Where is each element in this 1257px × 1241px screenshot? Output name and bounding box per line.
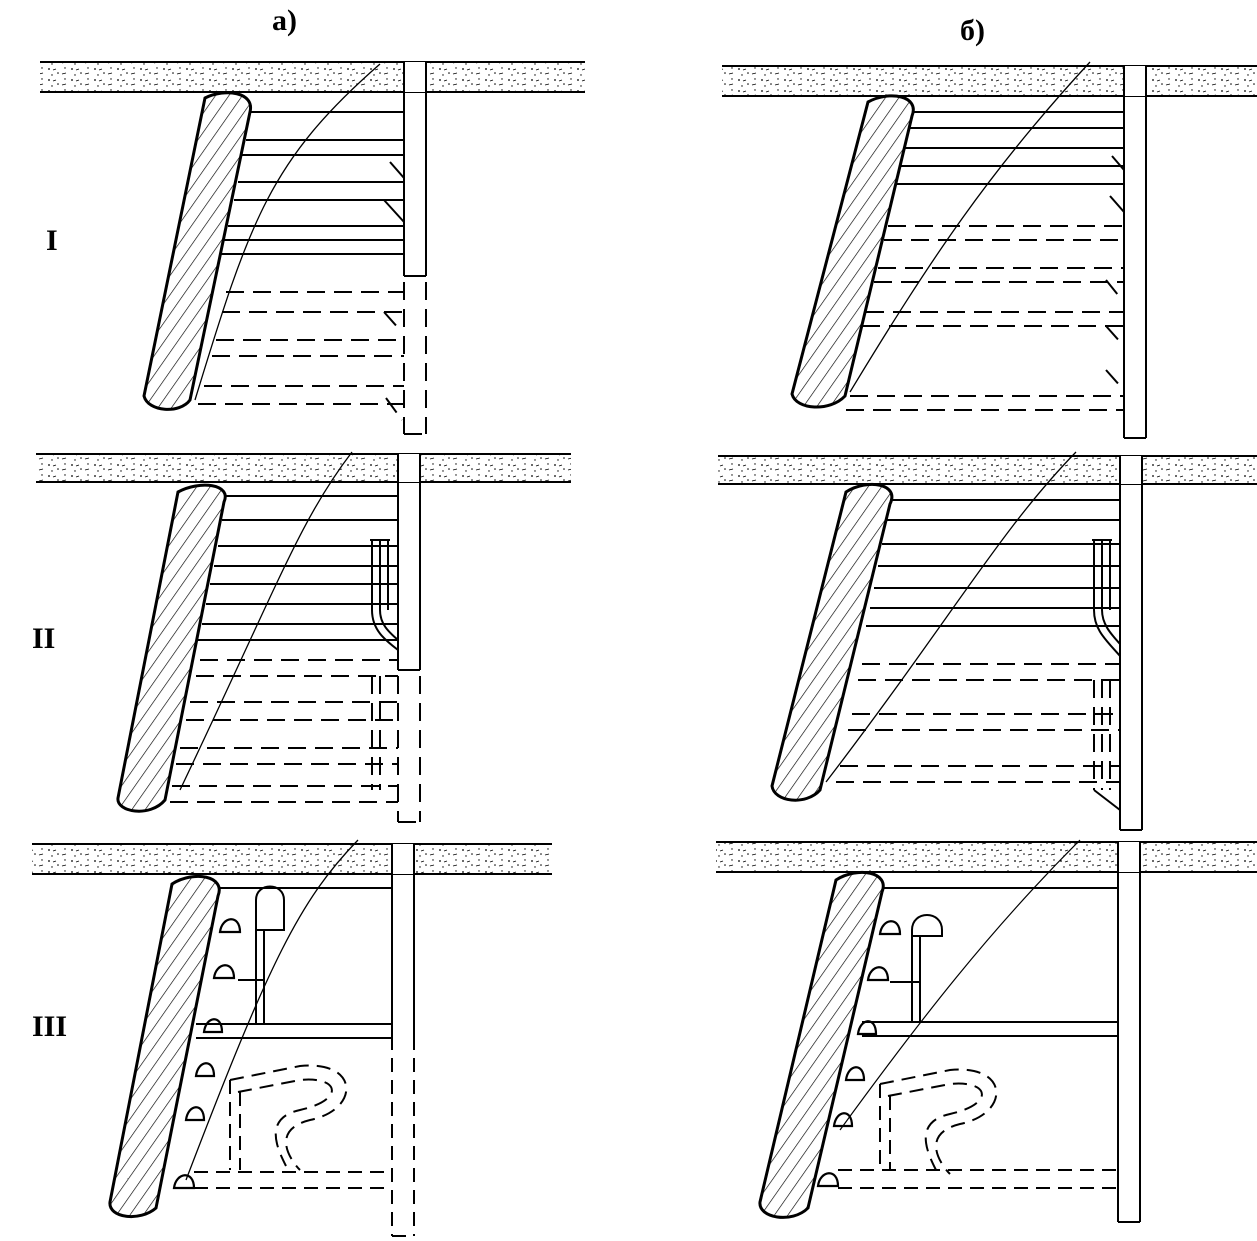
panel-b-3 xyxy=(716,839,1257,1223)
panel-b-1 xyxy=(722,61,1257,439)
row-label-3: III xyxy=(32,1010,68,1043)
panel-b-2 xyxy=(718,451,1257,831)
row-label-1: I xyxy=(46,224,58,257)
panel-a-2 xyxy=(36,451,571,823)
column-label-a: а) xyxy=(272,4,297,37)
row-label-2: II xyxy=(32,622,56,655)
panel-a-3 xyxy=(32,839,552,1237)
column-label-b: б) xyxy=(960,14,985,47)
panel-a-1 xyxy=(40,61,585,435)
